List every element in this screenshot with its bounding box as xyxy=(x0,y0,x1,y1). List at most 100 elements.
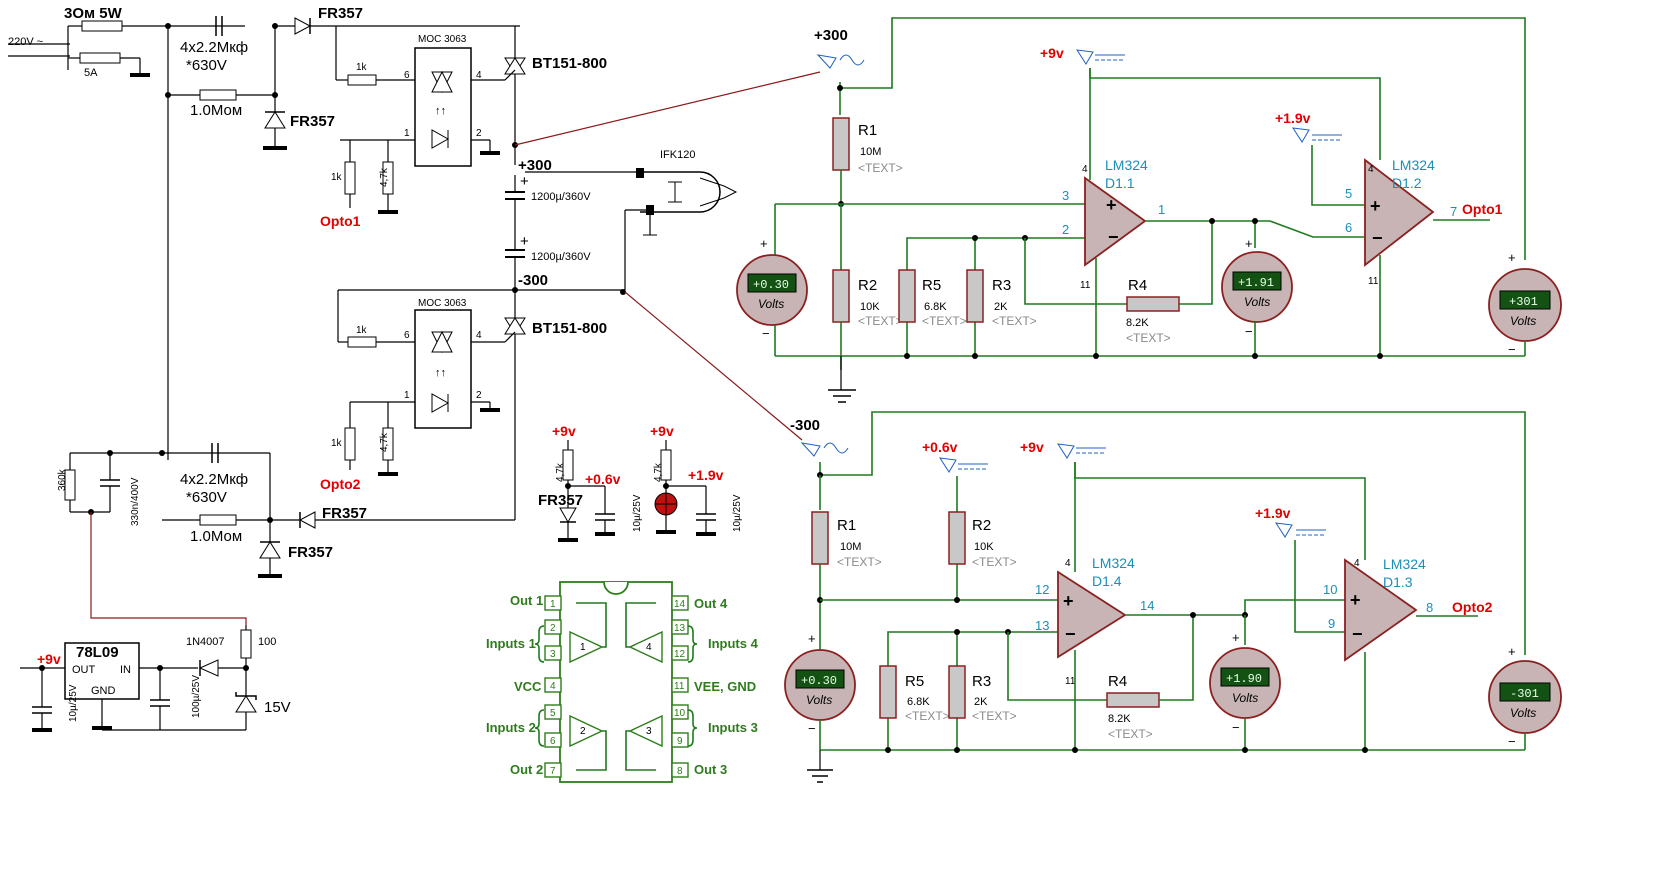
svg-text:4: 4 xyxy=(1354,558,1360,569)
cap-100u-label: 100µ/25V xyxy=(191,675,202,718)
pin-number-p12: 12 xyxy=(674,649,686,660)
diode-fr357-1-label: FR357 xyxy=(318,5,363,22)
svg-text:<TEXT>: <TEXT> xyxy=(972,555,1017,569)
resistor-1k-b xyxy=(344,161,356,195)
svg-text:1: 1 xyxy=(1158,202,1165,217)
svg-text:−: − xyxy=(1232,720,1240,735)
svg-text:Volts: Volts xyxy=(1510,706,1536,720)
plus9v-label: +9v xyxy=(37,651,61,667)
svg-text:−: − xyxy=(808,721,816,736)
upper-r1 xyxy=(832,117,850,171)
svg-text:OUT: OUT xyxy=(72,664,96,676)
upper-r2 xyxy=(832,269,850,323)
svg-text:<TEXT>: <TEXT> xyxy=(837,555,882,569)
svg-text:14: 14 xyxy=(1140,598,1154,613)
svg-text:<TEXT>: <TEXT> xyxy=(922,314,967,328)
svg-text:R3: R3 xyxy=(972,673,991,690)
lower-r4 xyxy=(1106,692,1160,708)
pin-number-p8: 8 xyxy=(677,766,683,777)
resistor-1k-d xyxy=(344,427,356,461)
svg-text:10K: 10K xyxy=(974,541,994,553)
diode-fr357-4-label: FR357 xyxy=(288,544,333,561)
lower-source-label: -300 xyxy=(790,417,820,434)
resistor-1k-b-label: 1k xyxy=(331,172,343,183)
moc3063-bottom xyxy=(414,309,472,429)
resistor-3ohm-label: 3Ом 5W xyxy=(64,5,123,22)
pin-box-p8 xyxy=(671,762,689,778)
svg-text:LM324: LM324 xyxy=(1383,556,1426,572)
svg-text:IN: IN xyxy=(120,664,131,676)
svg-text:4,7k: 4,7k xyxy=(653,462,664,482)
svg-text:Volts: Volts xyxy=(758,297,784,311)
svg-text:+: + xyxy=(1063,591,1074,611)
pin-number-p4: 4 xyxy=(550,681,556,692)
svg-text:LM324: LM324 xyxy=(1105,157,1148,173)
pin-number-p14: 14 xyxy=(674,599,686,610)
lower-plus06-label: +0.6v xyxy=(922,439,958,455)
svg-text:-301: -301 xyxy=(1510,687,1539,701)
cap-330n-label: 330n/400V xyxy=(130,477,141,526)
pin-box-p6 xyxy=(544,732,562,748)
zener-15v xyxy=(235,695,257,713)
upper-plus9-label: +9v xyxy=(1040,45,1064,61)
pin-number-p1: 1 xyxy=(550,599,556,610)
svg-text:11: 11 xyxy=(1065,676,1076,687)
pin-box-p11 xyxy=(671,677,689,693)
ref-a-06v: +0.6v xyxy=(585,471,621,487)
upper-plus19-label: +1.9v xyxy=(1275,110,1311,126)
resistor-1mohm-bot-label: 1.0Мом xyxy=(190,528,242,545)
upper-r3 xyxy=(966,269,984,323)
svg-text:R1: R1 xyxy=(858,122,877,139)
svg-text:10µ/25V: 10µ/25V xyxy=(632,494,643,532)
fuse-label: 5A xyxy=(84,67,98,79)
svg-text:3: 3 xyxy=(1062,188,1069,203)
pin-box-p10 xyxy=(671,704,689,720)
svg-text:1: 1 xyxy=(580,642,586,653)
svg-text:10µ/25V: 10µ/25V xyxy=(732,494,743,532)
svg-text:8: 8 xyxy=(1426,600,1433,615)
ref-a-9v: +9v xyxy=(552,423,576,439)
upper-comparator: +300 R1 10M <TEXT> R2 10K <TEXT> +0.30 V… xyxy=(736,17,1562,403)
diode-fr357-ref xyxy=(559,507,577,524)
svg-text:10K: 10K xyxy=(860,301,880,313)
moc3063-top xyxy=(414,47,472,167)
pin-box-p7 xyxy=(544,762,562,778)
cap-top-voltage: *630V xyxy=(186,57,227,74)
pinout-body xyxy=(559,581,673,783)
ref-b-9v: +9v xyxy=(650,423,674,439)
svg-text:8.2K: 8.2K xyxy=(1108,713,1131,725)
svg-text:2K: 2K xyxy=(974,696,988,708)
svg-text:10M: 10M xyxy=(840,541,861,553)
plus300-label: +300 xyxy=(518,157,552,174)
diode-fr357-3-label: FR357 xyxy=(322,505,367,522)
svg-text:D1.4: D1.4 xyxy=(1092,573,1122,589)
ifk120-lamp xyxy=(640,171,721,213)
svg-text:2K: 2K xyxy=(994,301,1008,313)
svg-text:+301: +301 xyxy=(1509,295,1538,309)
lower-r3 xyxy=(948,665,966,719)
svg-text:↑↑: ↑↑ xyxy=(435,105,446,117)
pin-box-p4 xyxy=(544,677,562,693)
resistor-1mohm-top-label: 1.0Мом xyxy=(190,102,242,119)
svg-text:4: 4 xyxy=(646,642,652,653)
svg-text:3: 3 xyxy=(646,726,652,737)
svg-text:+: + xyxy=(760,236,768,251)
moc3063-bottom-label: MOC 3063 xyxy=(418,298,467,309)
svg-text:−: − xyxy=(1508,734,1516,749)
resistor-4k7-b-label: 4,7k xyxy=(379,432,390,452)
resistor-1k-a xyxy=(347,74,377,86)
pin-box-p3 xyxy=(544,645,562,661)
svg-text:<TEXT>: <TEXT> xyxy=(858,161,903,175)
pin-number-p9: 9 xyxy=(677,736,683,747)
pin-number-p13: 13 xyxy=(674,623,686,634)
cap-1200-a-label: 1200µ/360V xyxy=(531,191,591,203)
lower-voltmeter-1: +0.30 Volts + − xyxy=(784,631,856,736)
svg-text:R4: R4 xyxy=(1128,277,1147,294)
svg-text:+: + xyxy=(1508,644,1516,659)
svg-text:R1: R1 xyxy=(837,517,856,534)
pin-box-p13 xyxy=(671,619,689,635)
pin-number-p11: 11 xyxy=(674,681,685,692)
svg-text:R4: R4 xyxy=(1108,673,1127,690)
svg-text:6: 6 xyxy=(404,70,410,81)
